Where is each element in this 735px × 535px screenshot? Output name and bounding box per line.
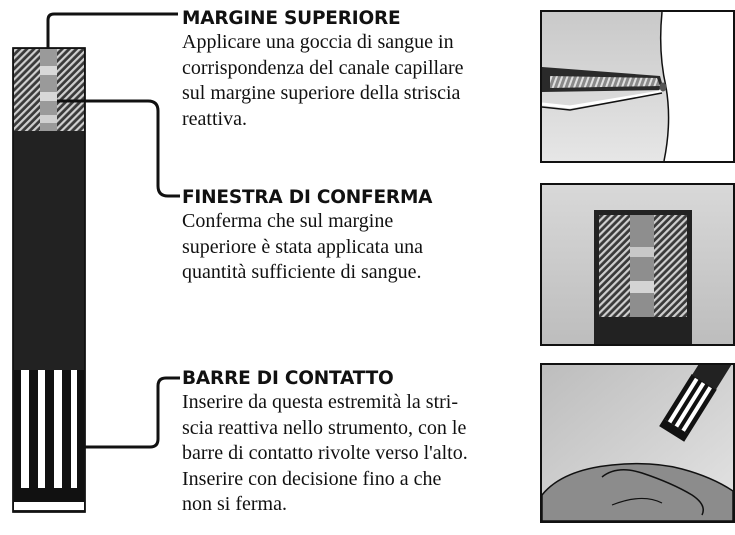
- contact-base: [14, 488, 84, 502]
- test-strip-illustration: [12, 12, 180, 513]
- section-margine-superiore: MARGINE SUPERIORE Applicare una goccia d…: [182, 8, 532, 132]
- description-line: corrispondenza del canale capillare: [182, 56, 464, 79]
- illustration-confirmation-window: [540, 183, 735, 346]
- leader-line-margin: [46, 12, 178, 49]
- description-line: barre di contatto rivolte verso l'alto.: [182, 442, 468, 464]
- description-line: superiore è stata applicata una: [182, 235, 423, 258]
- description-line: scia reattiva nello strumento, con le: [182, 416, 467, 439]
- illustration-blood-application: [540, 10, 735, 163]
- channel-band: [40, 66, 57, 75]
- contact-bar: [62, 370, 71, 488]
- description-line: non si ferma.: [182, 493, 287, 515]
- description-line: Conferma che sul margine: [182, 210, 394, 232]
- section-description: Inserire da questa estremità la stri- sc…: [182, 390, 532, 518]
- contact-bar: [29, 370, 38, 488]
- description-line: quantità sufficiente di sangue.: [182, 261, 422, 283]
- description-line: reattiva.: [182, 107, 247, 130]
- section-finestra-di-conferma: FINESTRA DI CONFERMA Conferma che sul ma…: [182, 187, 532, 286]
- leader-line-contacts: [85, 376, 180, 449]
- illustration-strip-insertion: [540, 363, 735, 523]
- description-line: Inserire con decisione fino a che: [182, 467, 442, 490]
- section-description: Conferma che sul margine superiore è sta…: [182, 209, 532, 286]
- description-line: Inserire da questa estremità la stri-: [182, 391, 458, 413]
- contact-bar: [14, 370, 21, 488]
- section-title: FINESTRA DI CONFERMA: [182, 187, 433, 208]
- description-line: sul margine superiore della striscia: [182, 82, 461, 104]
- description-line: Applicare una goccia di sangue in: [182, 31, 454, 53]
- section-title: BARRE DI CONTATTO: [182, 368, 394, 389]
- contact-bar: [45, 370, 54, 488]
- contact-bar: [77, 370, 84, 488]
- channel-band-lower: [40, 115, 57, 123]
- section-barre-di-contatto: BARRE DI CONTATTO Inserire da questa est…: [182, 368, 532, 518]
- section-description: Applicare una goccia di sangue in corris…: [182, 30, 532, 132]
- section-title: MARGINE SUPERIORE: [182, 8, 401, 29]
- leader-line-window: [57, 99, 180, 198]
- confirmation-window: [40, 92, 57, 101]
